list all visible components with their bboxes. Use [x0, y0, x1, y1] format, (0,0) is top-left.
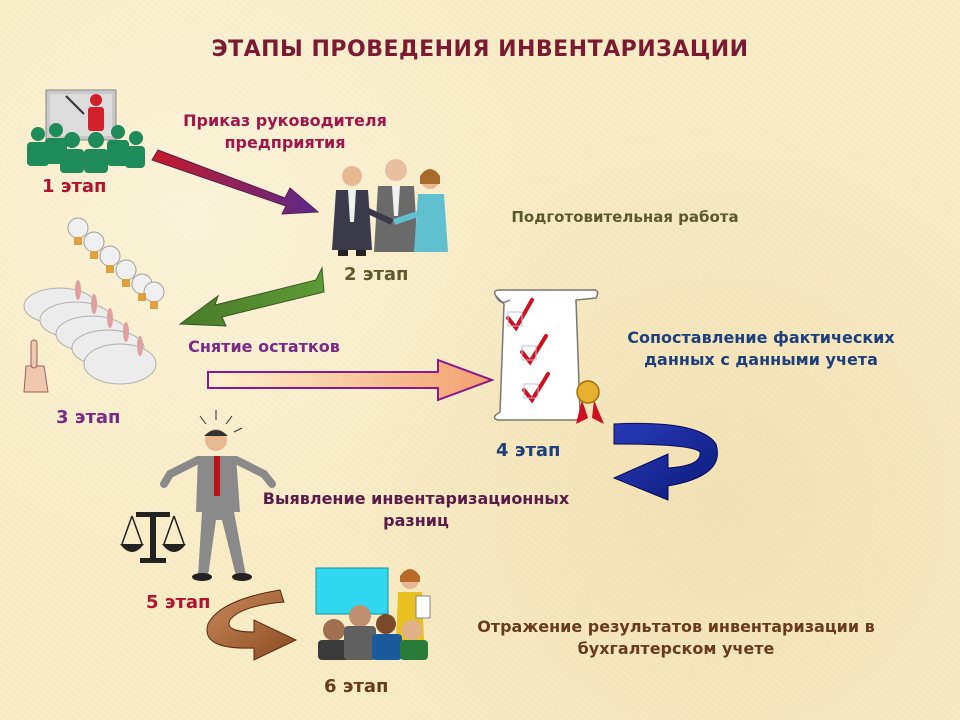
stage-3-caption: Снятие остатков — [188, 337, 340, 356]
team-meeting-illustration — [315, 567, 431, 660]
checklist-scroll-illustration — [493, 289, 604, 424]
stage-6-label: 6 этап — [324, 676, 389, 697]
stage-1-caption: Приказ руководителя предприятия — [183, 111, 387, 152]
handshake-illustration — [332, 159, 448, 256]
arrow-stage3-to-stage4 — [207, 358, 495, 402]
stage-2-label: 2 этап — [344, 264, 409, 285]
stage-4-caption: Сопоставление фактических данных с данны… — [627, 328, 895, 369]
presenter-illustration — [27, 89, 145, 173]
stage-2-caption: Подготовительная работа — [511, 208, 739, 226]
confused-man-illustration — [120, 410, 276, 581]
stage-3-label: 3 этап — [56, 407, 121, 428]
stage-1-label: 1 этап — [42, 176, 107, 197]
arrow-stage2-to-stage3 — [178, 266, 325, 327]
stage-5-label: 5 этап — [146, 592, 211, 613]
stage-5-caption: Выявление инвентаризационных разниц — [262, 489, 570, 530]
page-title: ЭТАПЫ ПРОВЕДЕНИЯ ИНВЕНТАРИЗАЦИИ — [211, 37, 749, 62]
stage-6-caption: Отражение результатов инвентаризации в б… — [477, 617, 875, 658]
arrow-stage1-to-stage2 — [151, 149, 320, 215]
arrow-stage4-to-stage5 — [612, 422, 718, 501]
inventory-items-illustration — [23, 217, 165, 393]
stage-4-label: 4 этап — [496, 440, 561, 461]
arrow-stage5-to-stage6 — [206, 589, 298, 661]
